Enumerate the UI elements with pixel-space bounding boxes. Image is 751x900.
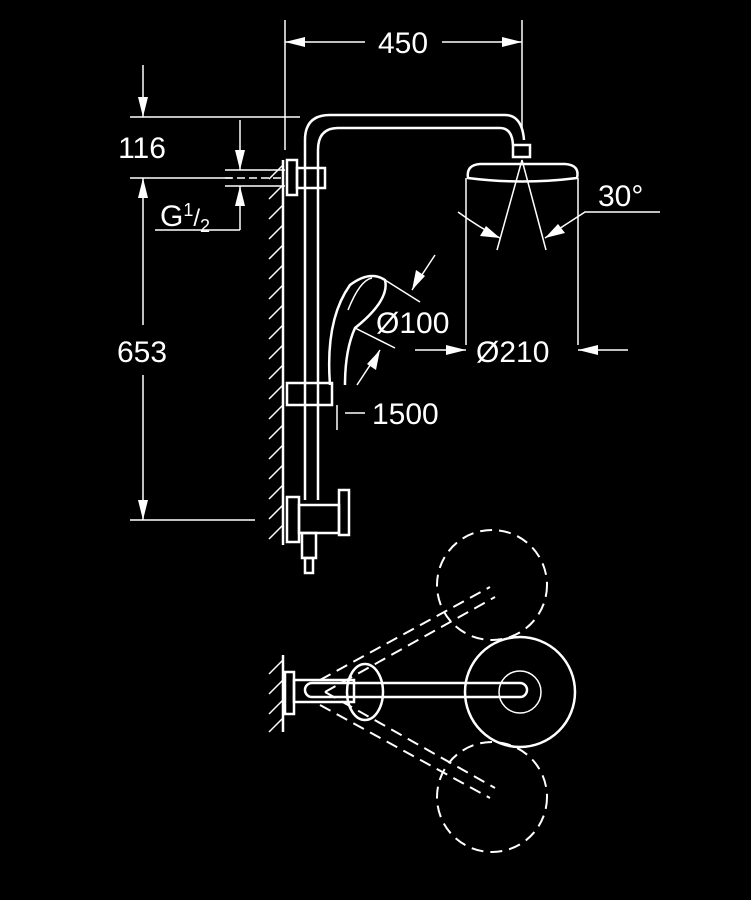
- label-116: 116: [118, 132, 166, 165]
- label-450: 450: [378, 27, 428, 60]
- inlet-thread: G1/2: [155, 120, 285, 236]
- wall-hatching: [268, 160, 285, 545]
- label-thread: G1/2: [160, 200, 210, 236]
- top-view: [268, 529, 577, 853]
- dimension-116-653: 116 653: [117, 65, 300, 521]
- hand-shower: Ø100 1500: [327, 254, 449, 431]
- riser-pipe: [285, 113, 526, 575]
- label-head-diameter: Ø210: [476, 336, 549, 369]
- label-spray-angle: 30°: [598, 180, 643, 213]
- dimension-450: 450: [284, 20, 523, 150]
- label-hand-diameter: Ø100: [376, 307, 449, 340]
- label-hose-length: 1500: [372, 398, 439, 431]
- head-shower: 30° Ø210: [415, 143, 660, 369]
- label-653: 653: [117, 336, 167, 369]
